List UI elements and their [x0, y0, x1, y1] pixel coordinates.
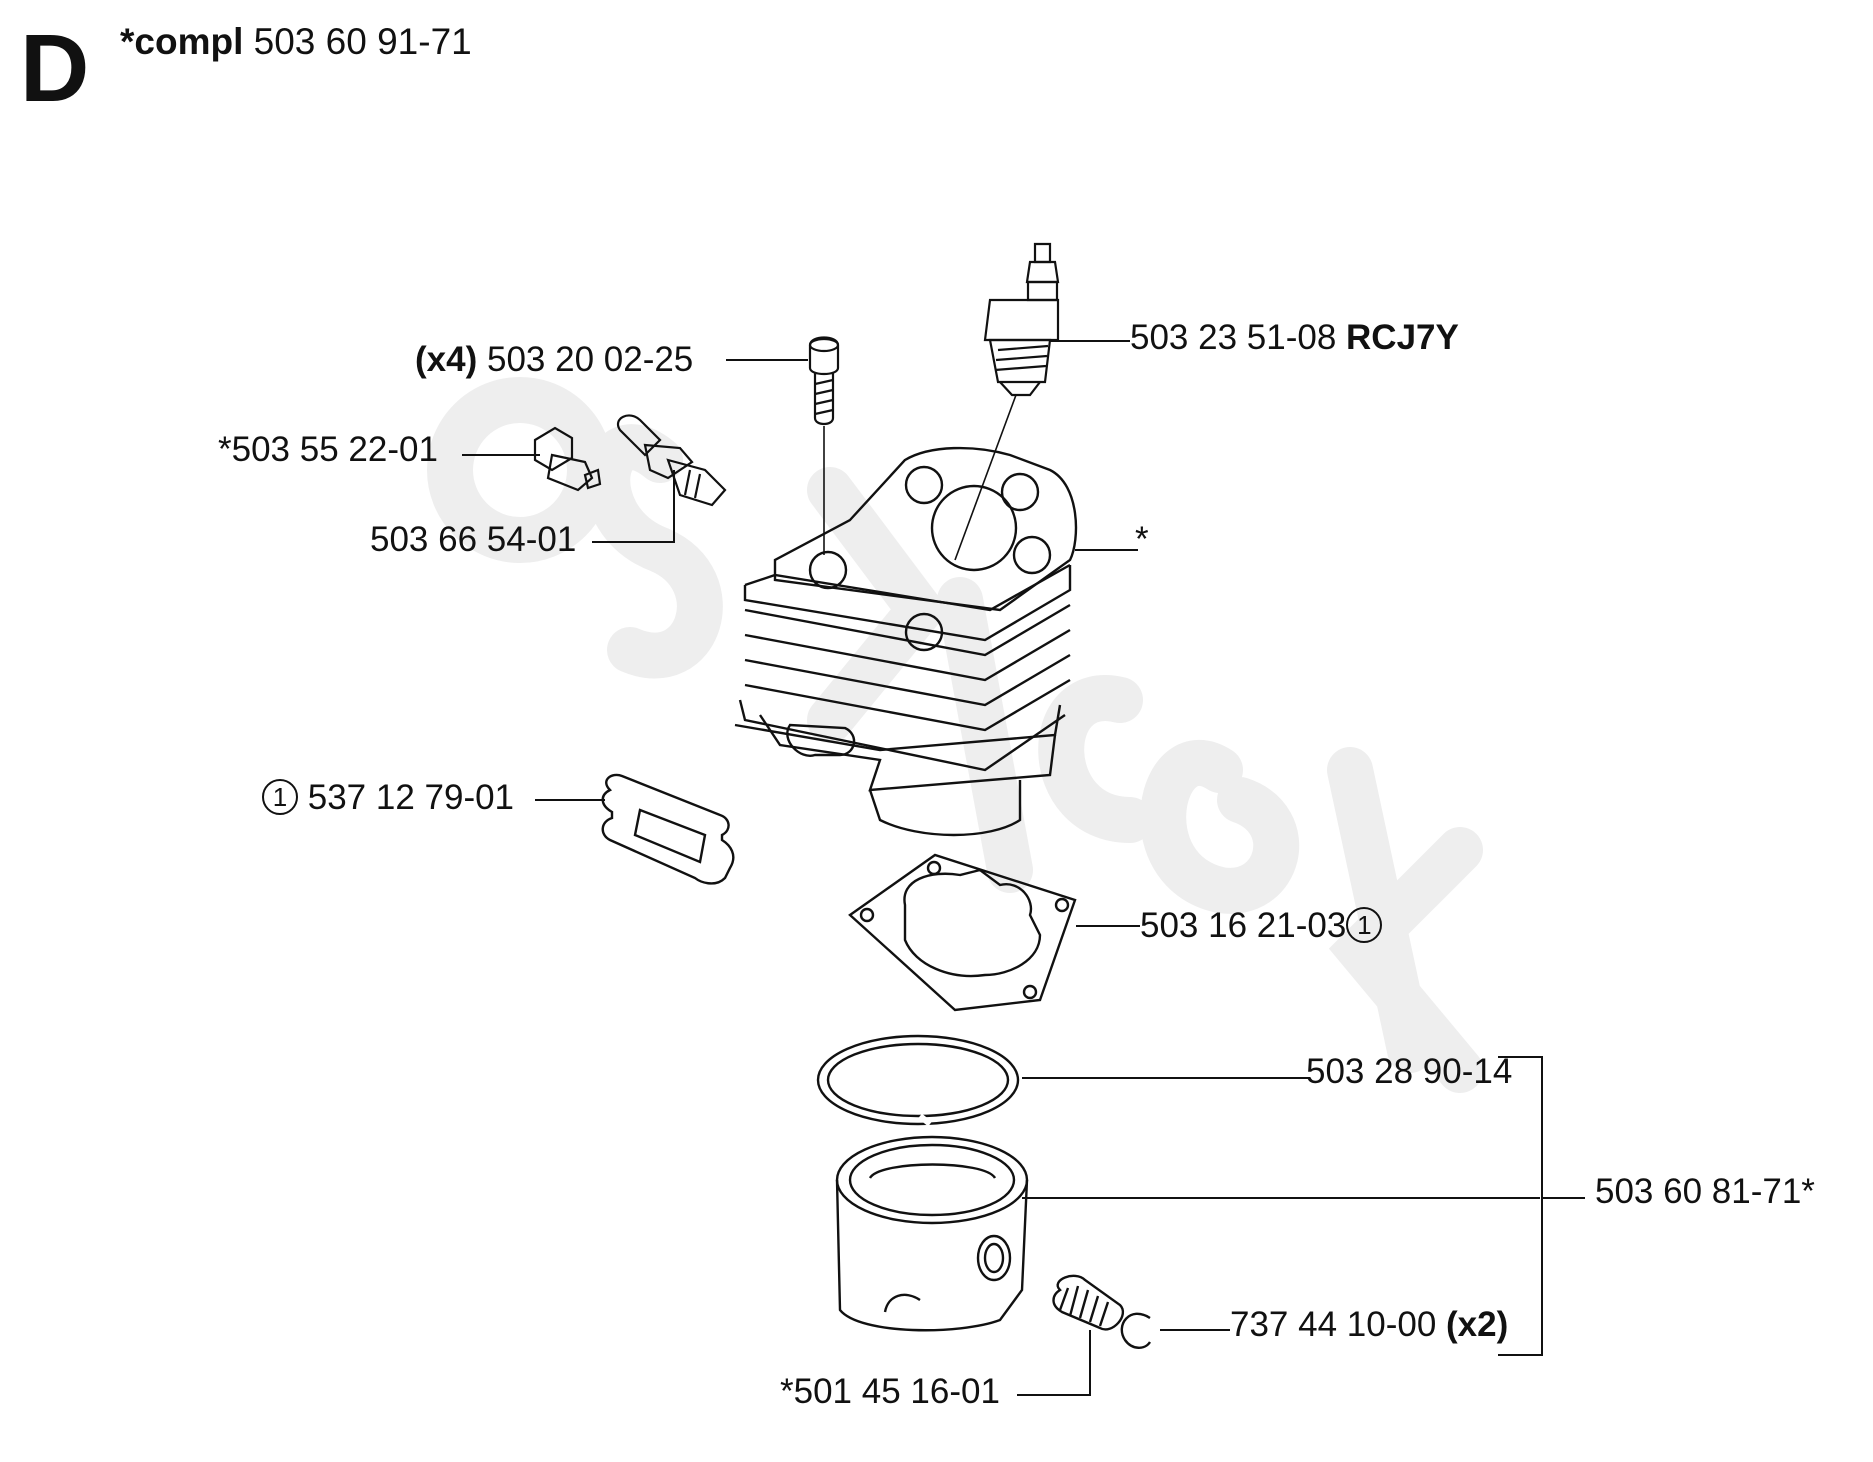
label-spark-plug: 503 23 51-08 RCJ7Y	[1130, 318, 1459, 358]
label-spark-plug-type: RCJ7Y	[1346, 318, 1459, 357]
base-gasket-icon	[848, 853, 1077, 1012]
label-valve-small: *503 55 22-01	[218, 430, 438, 469]
section-letter: D	[20, 15, 90, 122]
label-gasket-intake-number: 537 12 79-01	[307, 778, 515, 817]
cylinder-icon	[734, 446, 1078, 837]
screw-icon	[808, 336, 840, 555]
section-title: *compl 503 60 91-71	[120, 20, 472, 64]
label-gasket-base-number: 503 16 21-03	[1140, 906, 1347, 945]
label-gasket-intake: 1 537 12 79-01	[262, 778, 514, 818]
label-gasket-intake-marker: 1	[262, 779, 298, 815]
valve-large-icon	[617, 414, 727, 507]
label-piston-kit: 503 60 81-71*	[1595, 1172, 1815, 1211]
label-valve-large: 503 66 54-01	[370, 520, 577, 559]
label-circlip: 737 44 10-00 (x2)	[1230, 1305, 1508, 1345]
label-spark-plug-number: 503 23 51-08	[1130, 318, 1337, 357]
label-needle-bearing: *501 45 16-01	[780, 1372, 1000, 1411]
section-title-number: 503 60 91-71	[253, 21, 472, 62]
leader-needle-bearing	[1017, 1330, 1091, 1396]
intake-gasket-icon	[601, 773, 735, 885]
label-screw-qty: (x4)	[415, 340, 478, 379]
bracket-piston-kit	[1498, 1056, 1585, 1356]
section-title-prefix: *compl	[120, 21, 244, 62]
label-screw: (x4) 503 20 02-25	[415, 340, 693, 380]
spark-plug-icon	[954, 242, 1060, 561]
label-circlip-number: 737 44 10-00	[1230, 1305, 1437, 1344]
label-gasket-base-marker: 1	[1346, 907, 1383, 943]
valve-small-icon	[533, 426, 602, 492]
circlip-icon	[1120, 1312, 1152, 1349]
piston-icon	[835, 1135, 1029, 1332]
label-piston-ring: 503 28 90-14	[1306, 1052, 1513, 1091]
label-screw-number: 503 20 02-25	[486, 340, 694, 379]
label-circlip-qty: (x2)	[1446, 1305, 1509, 1344]
piston-ring-icon	[816, 1034, 1020, 1127]
needle-bearing-icon	[1052, 1274, 1124, 1331]
watermark-logo	[427, 377, 1483, 1093]
leader-valve-large	[592, 470, 675, 543]
label-cylinder: *	[1135, 520, 1149, 559]
